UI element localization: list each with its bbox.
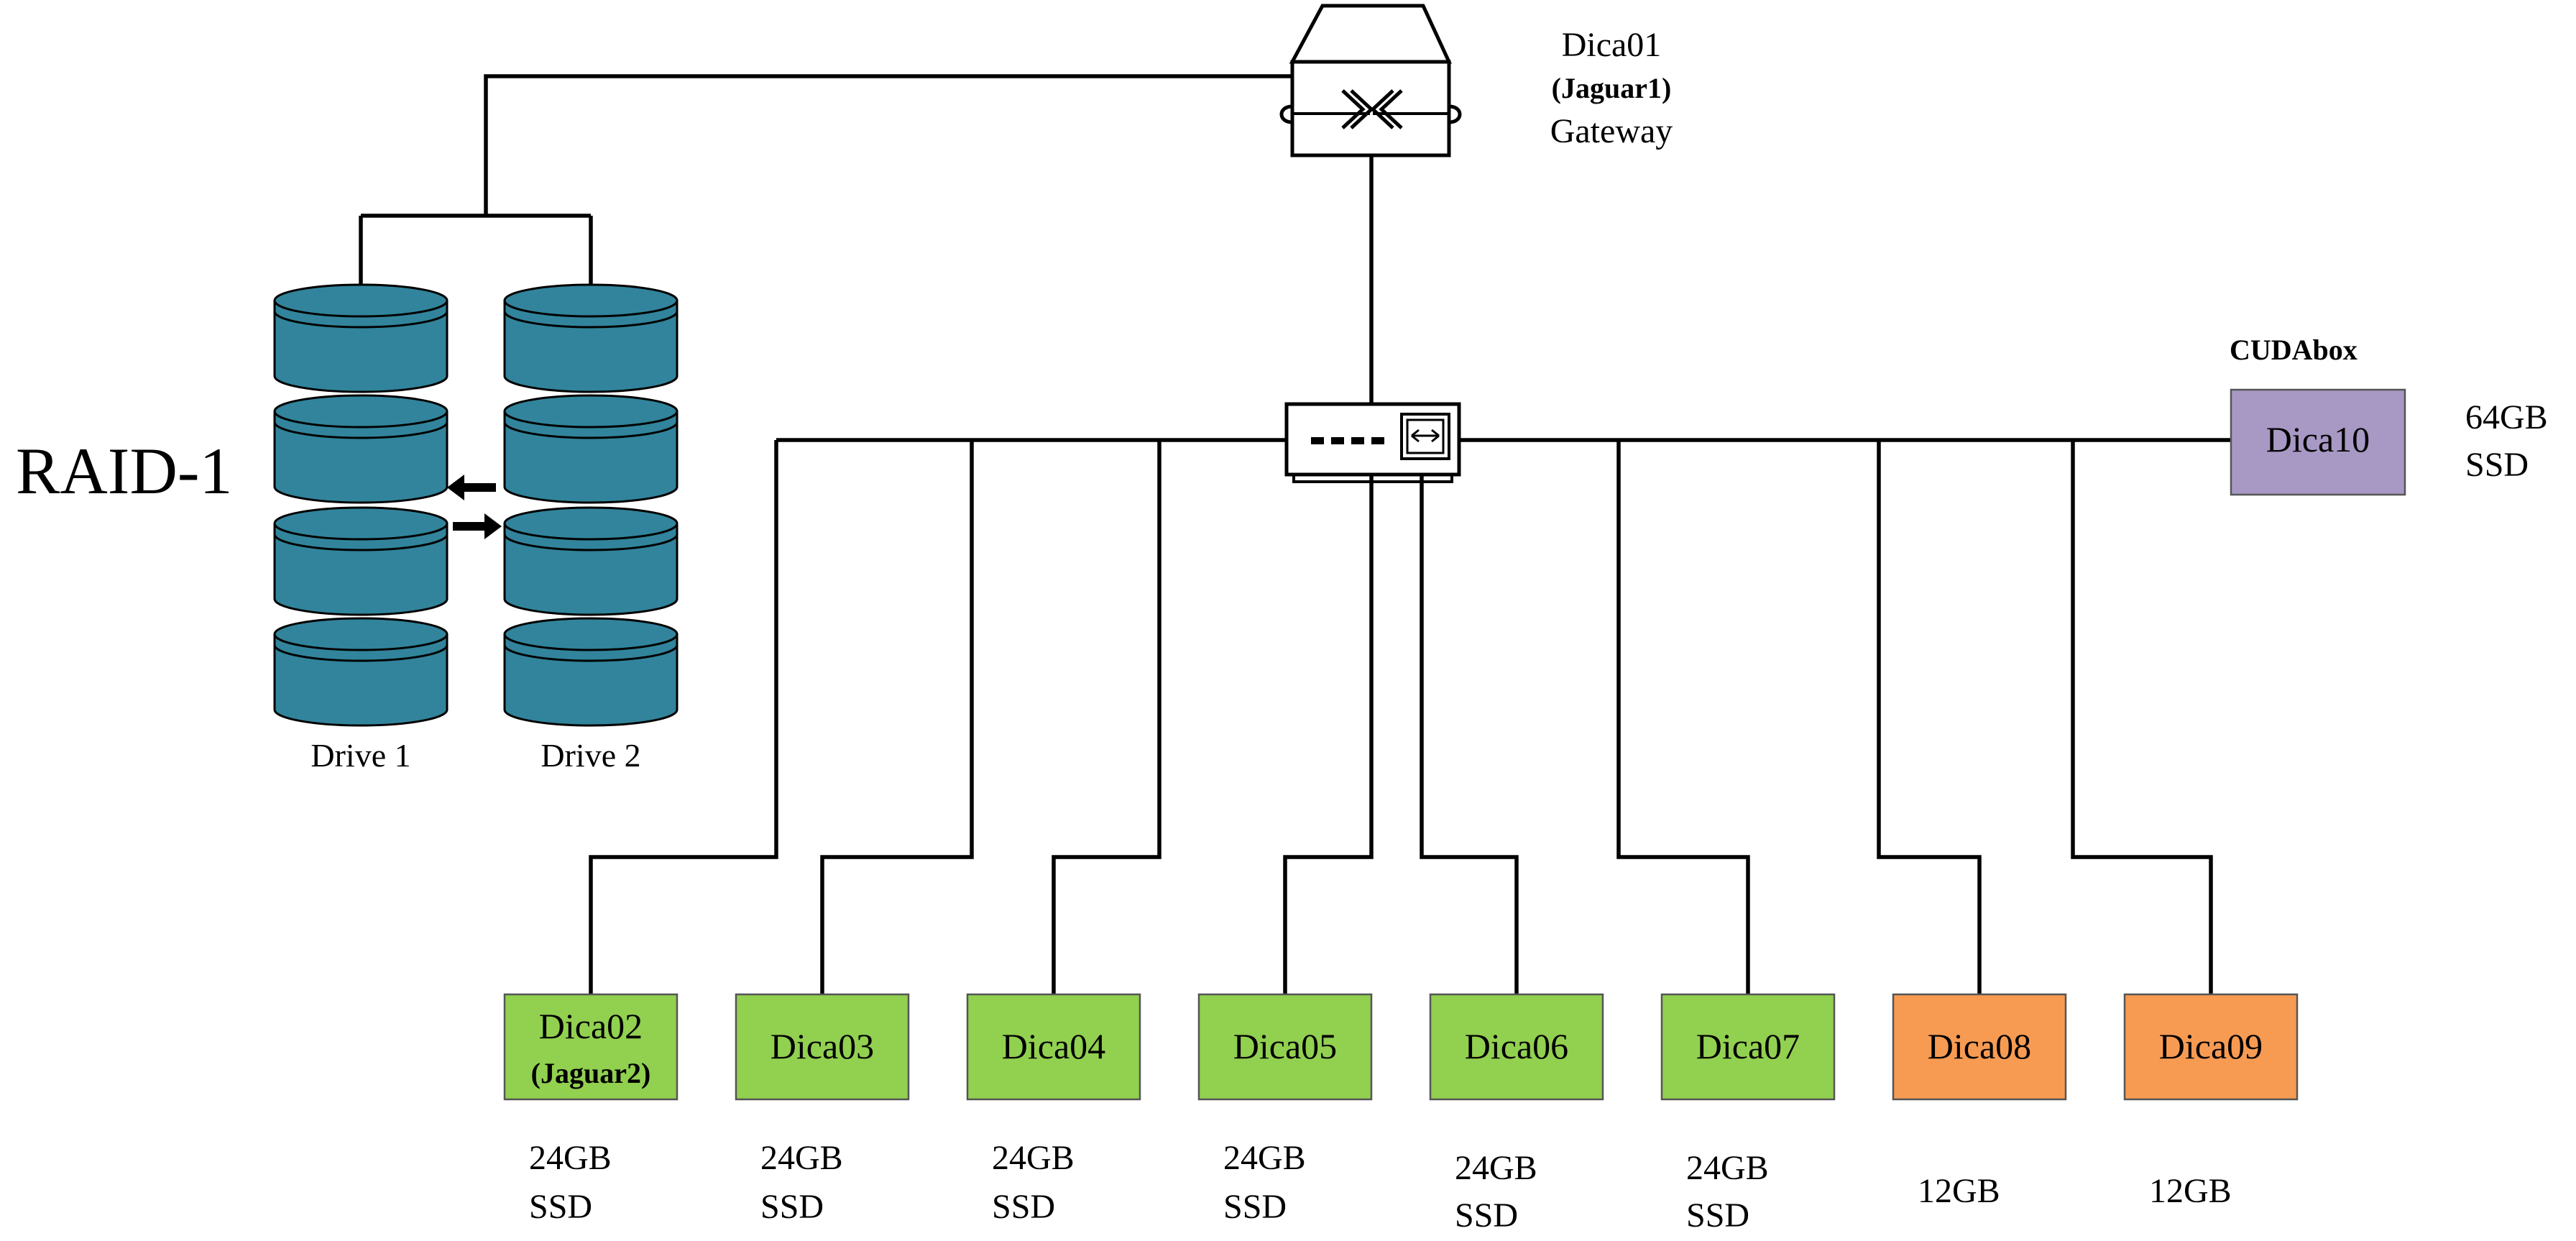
disk-platter-icon [273,617,448,727]
node-storage-size: 24GB [760,1139,843,1177]
node-box-dica06[interactable] [1429,993,1604,1101]
sync-arrow-right-icon [453,513,502,539]
node-storage-size: 24GB [529,1139,612,1177]
drive-2-stack [503,283,678,727]
node-name-dica06: Dica06 [1465,1026,1568,1066]
disk-platter-icon [273,506,448,616]
node-dica03[interactable]: Dica03 24GB SSD [735,993,910,1226]
node-storage-size: 24GB [1455,1149,1537,1187]
network-switch-icon [1284,402,1461,483]
node-dica04[interactable]: Dica04 24GB SSD [966,993,1141,1226]
cudabox-storage-type: SSD [2465,446,2529,484]
node-storage-size: 12GB [2149,1172,2232,1210]
node-box-dica04[interactable] [966,993,1141,1101]
connection-wires [359,74,2231,994]
drive-1-label: Drive 1 [310,737,410,774]
node-box-dica09[interactable] [2123,993,2299,1101]
drive-2-label: Drive 2 [540,737,640,774]
disk-platter-icon [273,283,448,393]
disk-platter-icon [273,394,448,504]
node-storage-size: 12GB [1918,1172,2000,1210]
node-name-dica07: Dica07 [1696,1026,1800,1066]
node-box-dica10[interactable] [2230,388,2406,496]
cudabox-storage-size: 64GB [2465,398,2548,436]
disk-platter-icon [503,506,678,616]
node-storage-size: 24GB [992,1139,1075,1177]
node-dica08[interactable]: Dica08 12GB [1892,993,2067,1210]
node-storage-type: SSD [760,1188,824,1226]
node-storage-type: SSD [1223,1188,1287,1226]
disk-platter-icon [503,394,678,504]
disk-platter-icon [503,283,678,393]
node-storage-size: 24GB [1223,1139,1306,1177]
node-name-dica08: Dica08 [1928,1026,2031,1066]
node-storage-type: SSD [1686,1196,1749,1235]
node-box-dica05[interactable] [1197,993,1373,1101]
node-box-dica02[interactable] [503,993,678,1101]
node-name-dica05: Dica05 [1233,1026,1337,1066]
router-icon [1279,4,1462,157]
node-dica05[interactable]: Dica05 24GB SSD [1197,993,1373,1226]
raid-label: RAID-1 [16,434,233,508]
node-name-dica03: Dica03 [770,1026,874,1066]
node-dica07[interactable]: Dica07 24GB SSD [1660,993,1836,1235]
disk-platter-icon [503,617,678,727]
drive-1-stack [273,283,448,727]
node-box-dica07[interactable] [1660,993,1836,1101]
node-box-dica08[interactable] [1892,993,2067,1101]
gateway-name: Dica01 [1562,26,1662,64]
node-alias-dica02: (Jaguar2) [531,1057,651,1089]
node-storage-type: SSD [1455,1196,1518,1235]
node-storage-type: SSD [529,1188,592,1226]
node-name-dica10: Dica10 [2266,419,2370,459]
node-name-dica09: Dica09 [2159,1026,2263,1066]
node-name-dica04: Dica04 [1002,1026,1105,1066]
gateway-role: Gateway [1550,112,1673,150]
node-storage-type: SSD [992,1188,1055,1226]
node-dica02[interactable]: Dica02 (Jaguar2) 24GB SSD [503,993,678,1226]
node-box-dica03[interactable] [735,993,910,1101]
sync-arrow-left-icon [447,475,496,500]
node-dica06[interactable]: Dica06 24GB SSD [1429,993,1604,1235]
cudabox-label: CUDAbox [2230,334,2358,366]
node-name-dica02: Dica02 [539,1006,643,1046]
gateway-alias: (Jaguar1) [1552,72,1672,104]
node-storage-size: 24GB [1686,1149,1769,1187]
node-dica09[interactable]: Dica09 12GB [2123,993,2299,1210]
